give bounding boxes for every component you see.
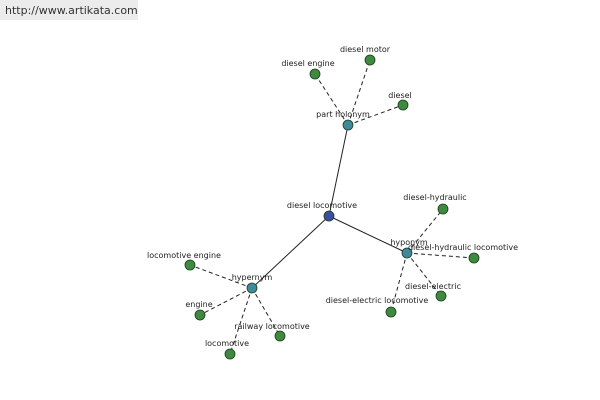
edge-center-part-holonym: [328, 124, 349, 217]
relation-label-part-holonym: part holonym: [316, 110, 370, 119]
edge-hyponym-diesel-electric-locomotive: [390, 252, 408, 313]
leaf-label-diesel-hydraulic: diesel-hydraulic: [403, 193, 466, 202]
leaf-label-diesel-engine: diesel engine: [281, 59, 334, 68]
edge-hypernym-locomotive: [229, 287, 253, 355]
leaf-node-diesel-electric[interactable]: [435, 290, 447, 302]
edge-part-holonym-diesel: [347, 104, 404, 126]
leaf-node-locomotive[interactable]: [224, 348, 236, 360]
center-node[interactable]: [323, 210, 335, 222]
leaf-label-diesel-motor: diesel motor: [340, 45, 391, 54]
edge-hypernym-engine: [199, 287, 253, 316]
leaf-node-diesel-motor[interactable]: [364, 54, 376, 66]
leaf-label-engine: engine: [185, 300, 212, 309]
leaf-node-diesel-engine[interactable]: [309, 68, 321, 80]
leaf-label-diesel-electric: diesel-electric: [405, 282, 461, 291]
edge-hyponym-diesel-hydraulic: [406, 208, 444, 254]
leaf-label-railway-locomotive: railway locomotive: [234, 322, 310, 331]
leaf-label-locomotive: locomotive: [205, 339, 249, 348]
leaf-label-diesel-electric-locomotive: diesel-electric locomotive: [326, 296, 429, 305]
watermark: http://www.artikata.com: [0, 0, 138, 20]
leaf-label-diesel: diesel: [388, 91, 412, 100]
relation-label-hypernym: hypernym: [232, 273, 273, 282]
edge-part-holonym-diesel-motor: [347, 59, 371, 126]
edge-center-hyponym: [328, 215, 408, 254]
graph-edges: [189, 59, 475, 355]
relation-node-hypernym[interactable]: [246, 282, 258, 294]
relation-node-hyponym[interactable]: [401, 247, 413, 259]
leaf-node-diesel-electric-locomotive[interactable]: [385, 306, 397, 318]
edge-center-hypernym: [251, 215, 330, 289]
relation-node-part-holonym[interactable]: [342, 119, 354, 131]
graph-labels: diesel locomotive part holonym diesel engi…: [147, 45, 518, 348]
leaf-node-engine[interactable]: [194, 309, 206, 321]
center-node-label: diesel locomotive: [287, 201, 357, 210]
leaf-label-diesel-hydraulic-locomotive: diesel-hydraulic locomotive: [408, 243, 518, 252]
leaf-node-diesel[interactable]: [397, 99, 409, 111]
graph-nodes: [184, 54, 480, 360]
relation-label-hyponym: hyponym: [390, 238, 428, 247]
edge-hyponym-diesel-hydraulic-locomotive: [406, 252, 475, 259]
edge-hypernym-railway-locomotive: [251, 287, 281, 337]
leaf-node-diesel-hydraulic[interactable]: [437, 203, 449, 215]
leaf-node-locomotive-engine[interactable]: [184, 259, 196, 271]
edge-part-holonym-diesel-engine: [314, 73, 349, 126]
leaf-node-railway-locomotive[interactable]: [274, 330, 286, 342]
leaf-label-locomotive-engine: locomotive engine: [147, 251, 221, 260]
watermark-url[interactable]: http://www.artikata.com: [5, 4, 138, 17]
edge-hyponym-diesel-electric: [406, 252, 442, 297]
leaf-node-diesel-hydraulic-locomotive[interactable]: [468, 252, 480, 264]
